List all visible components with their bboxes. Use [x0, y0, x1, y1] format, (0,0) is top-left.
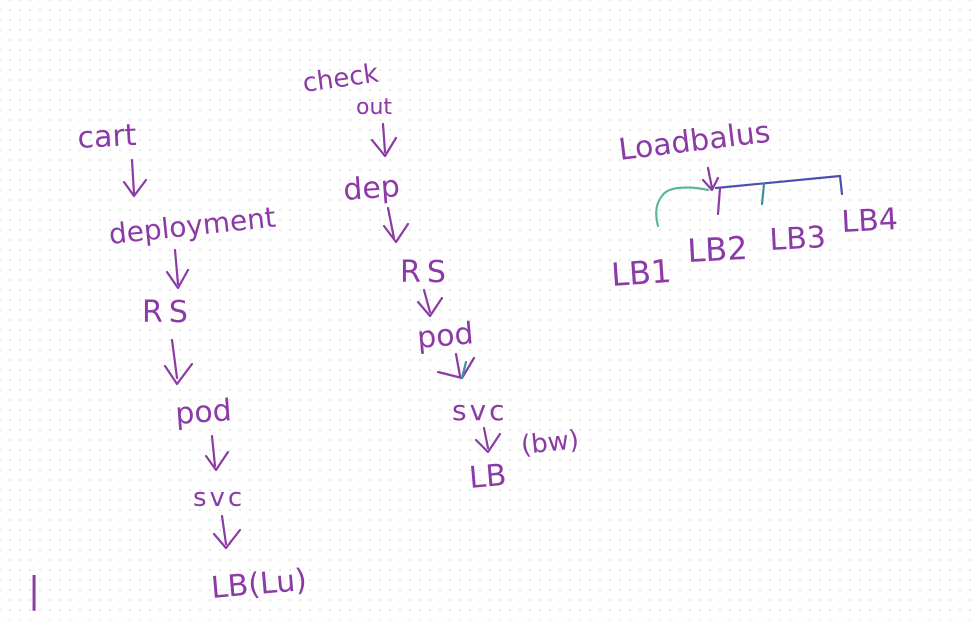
loadbalancer-tree: Loadbalus LB1 LB2 LB3 LB4	[610, 115, 899, 294]
arrow-icon	[122, 158, 148, 198]
checkout-step-rs: RS	[400, 255, 452, 290]
cart-step-deployment: deployment	[107, 201, 277, 251]
arrow-icon	[212, 514, 242, 550]
arrow-icon	[165, 248, 190, 290]
arrow-icon	[370, 122, 398, 158]
lb-child-2: LB2	[686, 229, 748, 270]
checkout-title-line2: out	[356, 95, 392, 120]
checkout-step-lb-note: (bw)	[520, 425, 581, 461]
lb-child-4: LB4	[841, 202, 899, 240]
cart-step-rs: RS	[142, 295, 194, 330]
lb-child-3: LB3	[769, 220, 827, 258]
checkout-step-dep: dep	[342, 169, 401, 208]
cart-title: cart	[77, 118, 138, 156]
arrow-icon	[474, 426, 502, 454]
cart-step-lb: LB(Lu)	[210, 563, 309, 606]
arrow-icon	[416, 288, 444, 318]
arrow-icon	[163, 338, 194, 386]
cart-flow: cart deployment RS pod svc	[77, 118, 309, 606]
margin-mark: |	[28, 570, 40, 611]
checkout-flow: check out dep RS pod svc	[301, 59, 581, 496]
checkout-step-svc: svc	[452, 394, 508, 427]
lb-child-1: LB1	[610, 252, 673, 294]
arrow-icon	[436, 352, 476, 380]
cart-step-pod: pod	[174, 393, 233, 432]
arrow-icon	[382, 206, 410, 244]
connector-lines	[655, 166, 844, 228]
checkout-step-lb: LB	[468, 458, 508, 496]
checkout-title-line1: check	[301, 59, 381, 99]
checkout-step-pod: pod	[416, 316, 475, 356]
cart-step-svc: svc	[193, 483, 245, 513]
arrow-icon	[204, 434, 230, 472]
loadbalancer-title: Loadbalus	[617, 115, 773, 168]
